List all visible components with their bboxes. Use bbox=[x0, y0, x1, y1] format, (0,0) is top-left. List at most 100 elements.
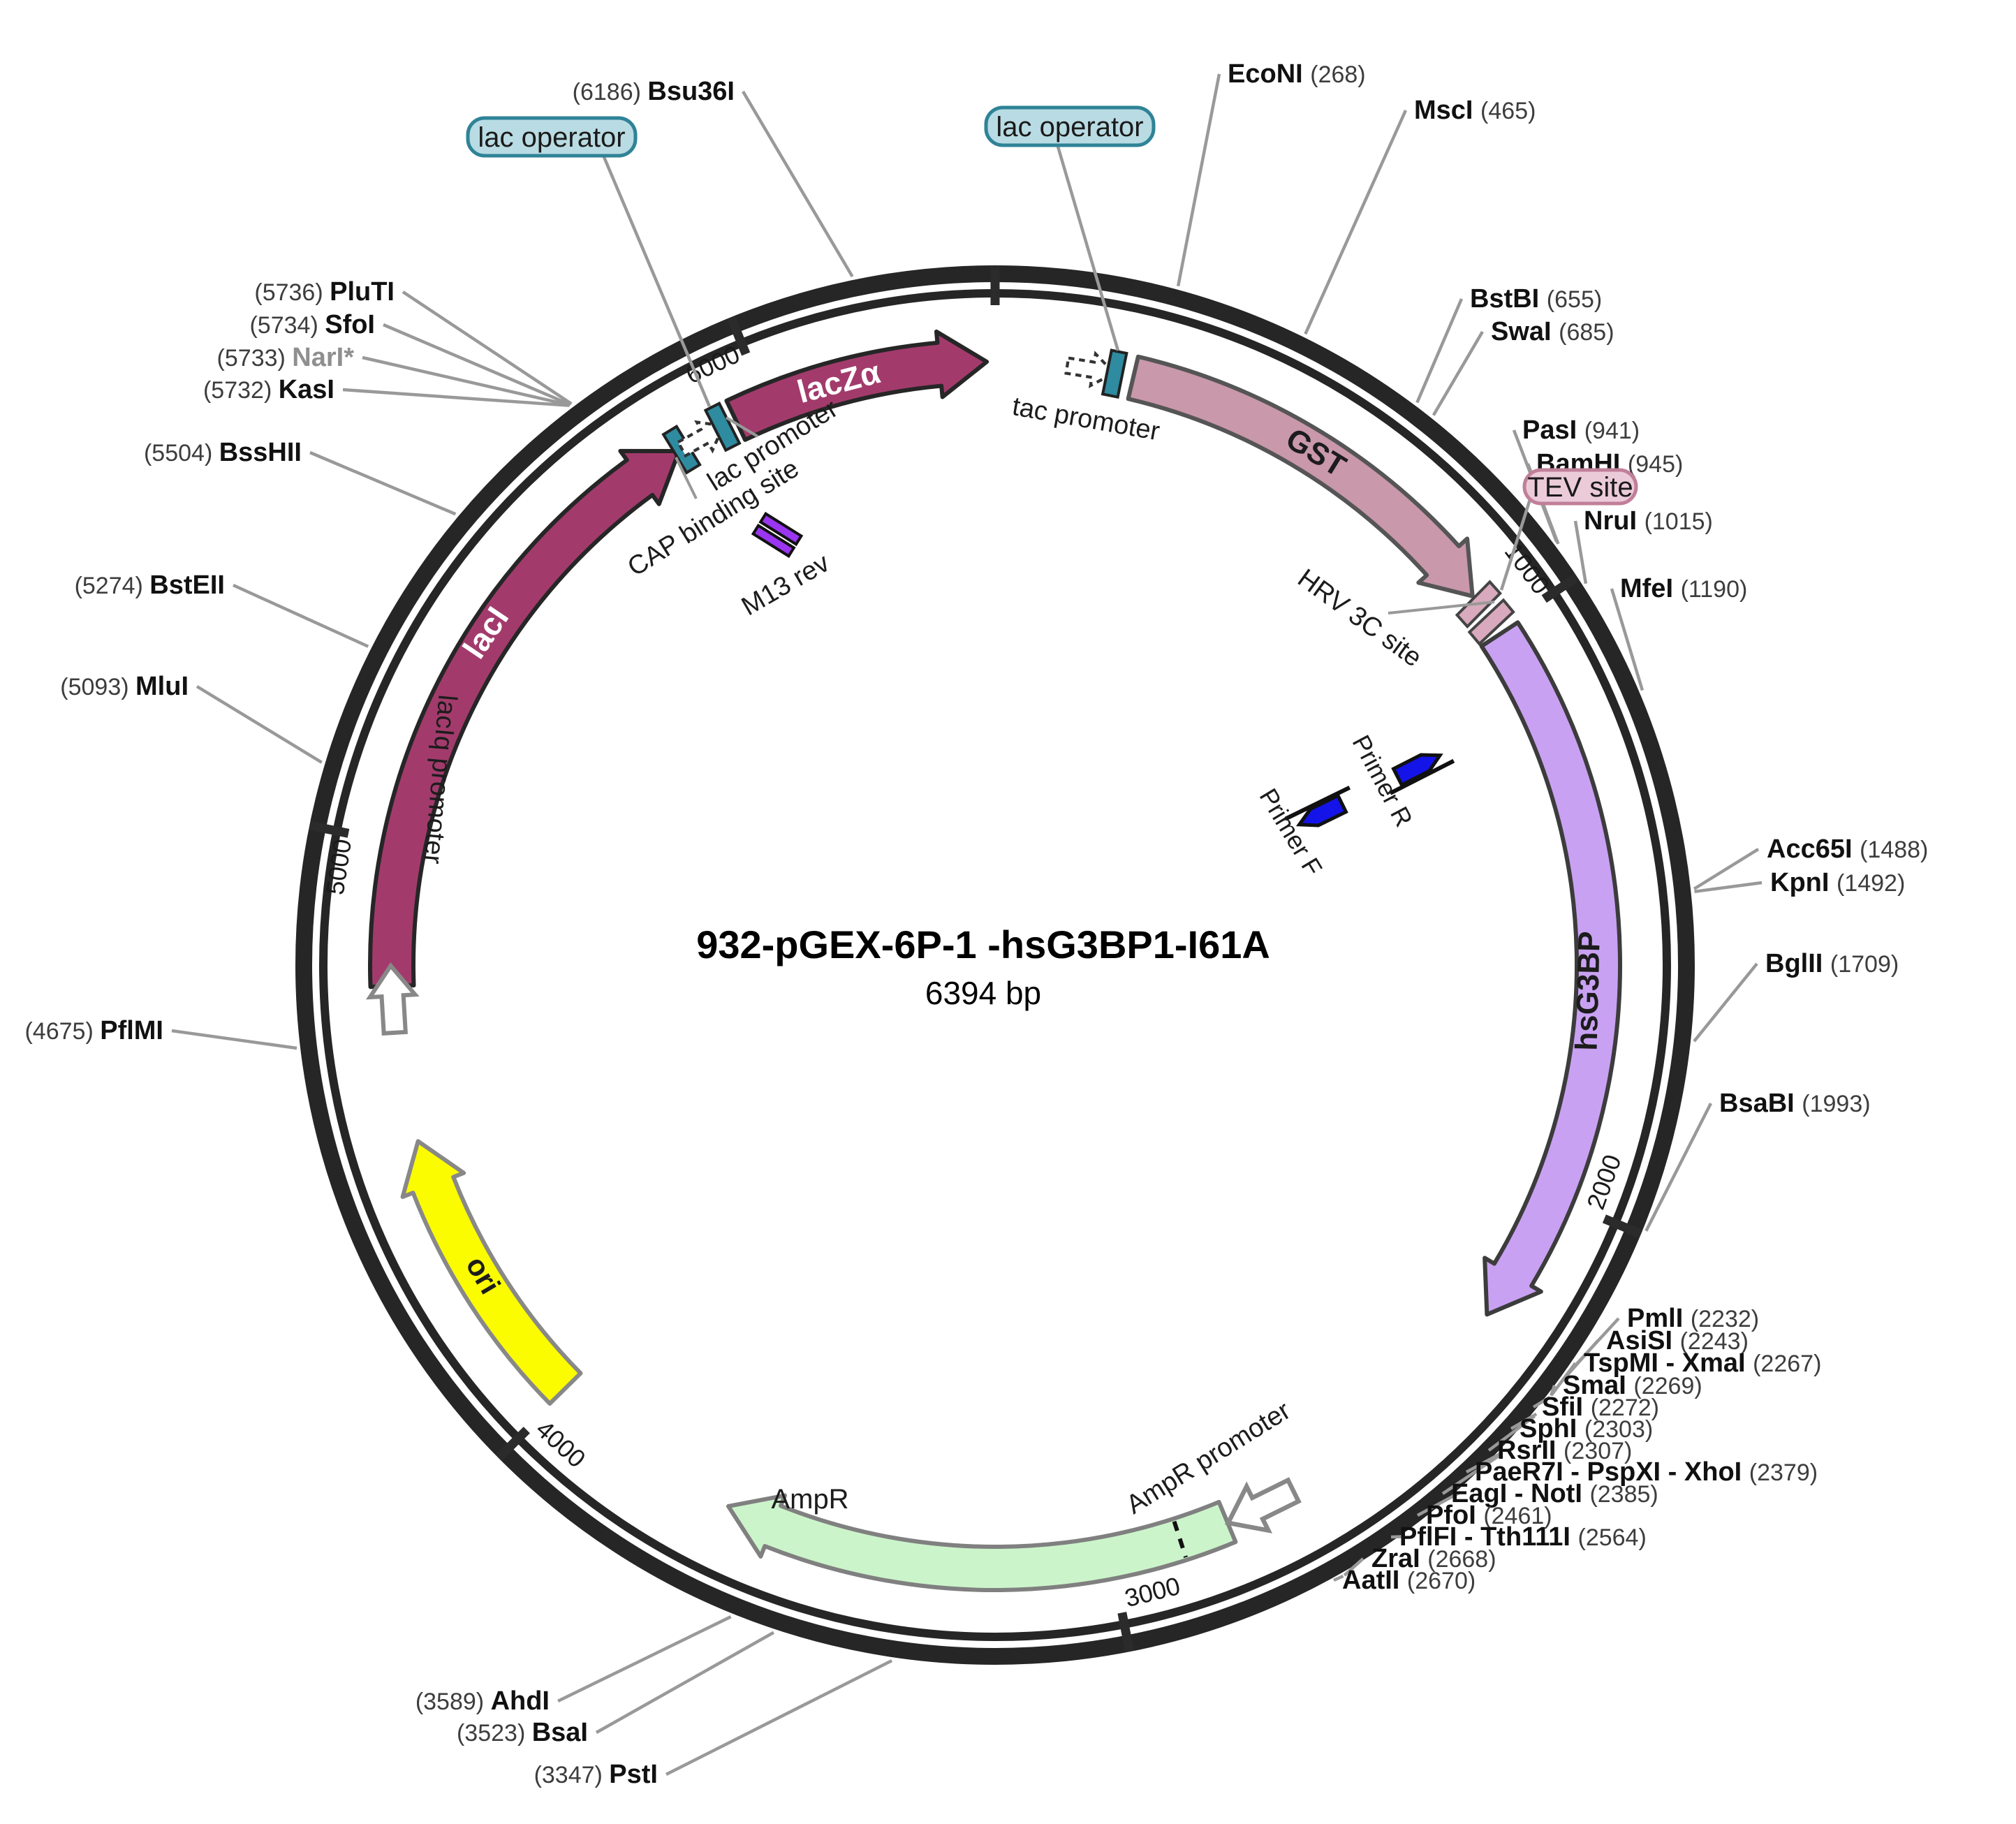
site-label-PmlI[interactable]: PmlI (2232) bbox=[1627, 1304, 1759, 1333]
tick-label-5000: 5000 bbox=[321, 837, 357, 897]
site-label-MfeI[interactable]: MfeI (1190) bbox=[1620, 574, 1747, 603]
site-leader-ZraI bbox=[1343, 1557, 1364, 1577]
m13-rev-bar-1 bbox=[758, 511, 804, 547]
plasmid-size: 6394 bp bbox=[925, 975, 1041, 1011]
lac-operator-bubble-top[interactable] bbox=[984, 105, 1156, 147]
site-label-PasI[interactable]: PasI (941) bbox=[1522, 415, 1640, 445]
laciq-promoter-arrow[interactable] bbox=[365, 962, 420, 1036]
site-label-RsrII[interactable]: RsrII (2307) bbox=[1497, 1436, 1632, 1465]
lac-operator-box-2[interactable] bbox=[1101, 348, 1128, 399]
site-label-BssHII[interactable]: (5504) BssHII bbox=[144, 438, 302, 467]
site-label-SfiI[interactable]: SfiI (2272) bbox=[1542, 1392, 1659, 1422]
feature-ori[interactable] bbox=[400, 1139, 583, 1406]
site-leader-NarI bbox=[362, 355, 571, 407]
site-label-BglII[interactable]: BglII (1709) bbox=[1765, 949, 1899, 978]
ampr-label: AmpR bbox=[771, 1484, 848, 1515]
tev-site-bubble-leader bbox=[1499, 497, 1533, 591]
site-label-SwaI[interactable]: SwaI (685) bbox=[1491, 317, 1614, 346]
site-leader-BglII bbox=[1693, 962, 1758, 1043]
site-label-AhdI[interactable]: (3589) AhdI bbox=[415, 1686, 550, 1716]
site-leader-PfoI bbox=[1416, 1490, 1462, 1517]
site-label-MscI[interactable]: MscI (465) bbox=[1414, 96, 1536, 125]
site-label-SfoI[interactable]: (5734) SfoI bbox=[249, 310, 375, 339]
site-leader-MfeI bbox=[1610, 588, 1645, 691]
site-label-AatII[interactable]: AatII (2670) bbox=[1342, 1566, 1476, 1595]
site-leader-Acc65I bbox=[1693, 848, 1760, 890]
site-leader-SwaI bbox=[1432, 330, 1484, 416]
lac-operator-bubble-left-leader bbox=[602, 156, 712, 407]
feature-AmpR[interactable] bbox=[726, 1493, 1238, 1592]
lac-promoter-connector bbox=[725, 416, 759, 438]
site-leader-KasI bbox=[342, 388, 570, 407]
tev-site-bubble-text: TEV site bbox=[1527, 472, 1633, 503]
feature-label-hsG3BP: hsG3BP bbox=[1569, 931, 1606, 1051]
site-label-Bsu36I[interactable]: (6186) Bsu36I bbox=[573, 77, 735, 106]
site-leader-Bsu36I bbox=[742, 90, 854, 278]
ampr-promoter-arrow[interactable] bbox=[1217, 1469, 1304, 1545]
site-leader-MluI bbox=[196, 685, 323, 764]
primer-R-line bbox=[1389, 758, 1455, 795]
lac-operator-box-1[interactable] bbox=[703, 401, 742, 453]
site-leader-EcoNI bbox=[1176, 73, 1221, 287]
site-label-SmaI[interactable]: SmaI (2269) bbox=[1563, 1371, 1702, 1400]
ampr-promoter-arrow-glyph bbox=[1224, 1477, 1302, 1534]
site-label-BsaBI[interactable]: BsaBI (1993) bbox=[1719, 1089, 1871, 1118]
tev-site-bubble[interactable] bbox=[1522, 468, 1638, 506]
site-label-PflFITth111I[interactable]: PflFI - Tth111I (2564) bbox=[1399, 1522, 1647, 1552]
primer-R-arrow bbox=[1391, 753, 1443, 788]
lac-operator-bubble-left[interactable] bbox=[466, 116, 638, 158]
site-leader-RsrII bbox=[1487, 1415, 1536, 1452]
site-label-BsaI[interactable]: (3523) BsaI bbox=[457, 1718, 588, 1747]
site-leader-BstBI bbox=[1415, 298, 1464, 404]
site-label-NruI[interactable]: NruI (1015) bbox=[1584, 506, 1713, 536]
lac-promoter-arrow[interactable] bbox=[674, 412, 731, 463]
m13-rev-label: M13 rev bbox=[737, 548, 834, 622]
primer-R[interactable] bbox=[1381, 743, 1455, 795]
site-label-PluTI[interactable]: (5736) PluTI bbox=[254, 277, 395, 307]
m13-rev-primer-glyph[interactable] bbox=[751, 511, 804, 559]
primer-F-arrow bbox=[1295, 793, 1348, 828]
site-label-EagINotI[interactable]: EagI - NotI (2385) bbox=[1451, 1479, 1658, 1508]
tac-promoter-arrow[interactable] bbox=[1064, 350, 1117, 389]
site-label-NarI[interactable]: (5733) NarI* bbox=[217, 343, 355, 372]
site-label-PfoI[interactable]: PfoI (2461) bbox=[1426, 1501, 1552, 1530]
site-label-KasI[interactable]: (5732) KasI bbox=[203, 375, 334, 404]
site-label-PaeR7IPspXIXhoI[interactable]: PaeR7I - PspXI - XhoI (2379) bbox=[1475, 1457, 1818, 1487]
title-group: 932-pGEX-6P-1 -hsG3BP1-I61A 6394 bp bbox=[696, 922, 1270, 1011]
site-leader-AhdI bbox=[557, 1615, 732, 1703]
site-leader-PluTI bbox=[402, 290, 573, 406]
feature-lacI[interactable] bbox=[368, 448, 682, 990]
site-label-PflMI[interactable]: (4675) PflMI bbox=[24, 1016, 163, 1045]
lac-operator-bubble-left-text: lac operator bbox=[478, 122, 625, 153]
site-leader-BstEII bbox=[233, 583, 369, 648]
feature-hsG3BP[interactable] bbox=[1479, 620, 1622, 1317]
site-label-PstI[interactable]: (3347) PstI bbox=[534, 1760, 658, 1789]
plasmid-title: 932-pGEX-6P-1 -hsG3BP1-I61A bbox=[696, 922, 1270, 966]
feature-GST[interactable] bbox=[1126, 354, 1475, 598]
lac-operator-bubble-top-text: lac operator bbox=[996, 112, 1143, 142]
primer-F[interactable] bbox=[1284, 786, 1358, 837]
primer-F-line bbox=[1284, 786, 1351, 821]
site-label-AsiSI[interactable]: AsiSI (2243) bbox=[1606, 1326, 1749, 1355]
site-label-BstBI[interactable]: BstBI (655) bbox=[1470, 284, 1602, 314]
tick-mark-1000 bbox=[1541, 573, 1580, 603]
site-label-KpnI[interactable]: KpnI (1492) bbox=[1770, 868, 1905, 897]
lac-promoter-arrow-glyph bbox=[676, 420, 726, 458]
site-leader-EagINotI bbox=[1441, 1455, 1500, 1495]
site-label-EcoNI[interactable]: EcoNI (268) bbox=[1228, 59, 1366, 89]
site-label-ZraI[interactable]: ZraI (2668) bbox=[1371, 1544, 1496, 1573]
site-label-BstEII[interactable]: (5274) BstEII bbox=[75, 571, 225, 600]
laciq-promoter-arrow-glyph bbox=[365, 962, 420, 1036]
tick-mark-6000 bbox=[727, 316, 751, 356]
site-label-Acc65I[interactable]: Acc65I (1488) bbox=[1767, 834, 1928, 864]
site-label-MluI[interactable]: (5093) MluI bbox=[60, 672, 189, 701]
site-label-SphI[interactable]: SphI (2303) bbox=[1520, 1414, 1653, 1443]
site-label-TspMIXmaI[interactable]: TspMI - XmaI (2267) bbox=[1584, 1348, 1821, 1378]
lac-operator-bubble-top-leader bbox=[1056, 146, 1120, 351]
feature-lacZa[interactable] bbox=[724, 329, 989, 442]
tac-promoter-arrow-glyph bbox=[1064, 351, 1117, 388]
hrv-3c-site-block[interactable] bbox=[1466, 598, 1517, 646]
